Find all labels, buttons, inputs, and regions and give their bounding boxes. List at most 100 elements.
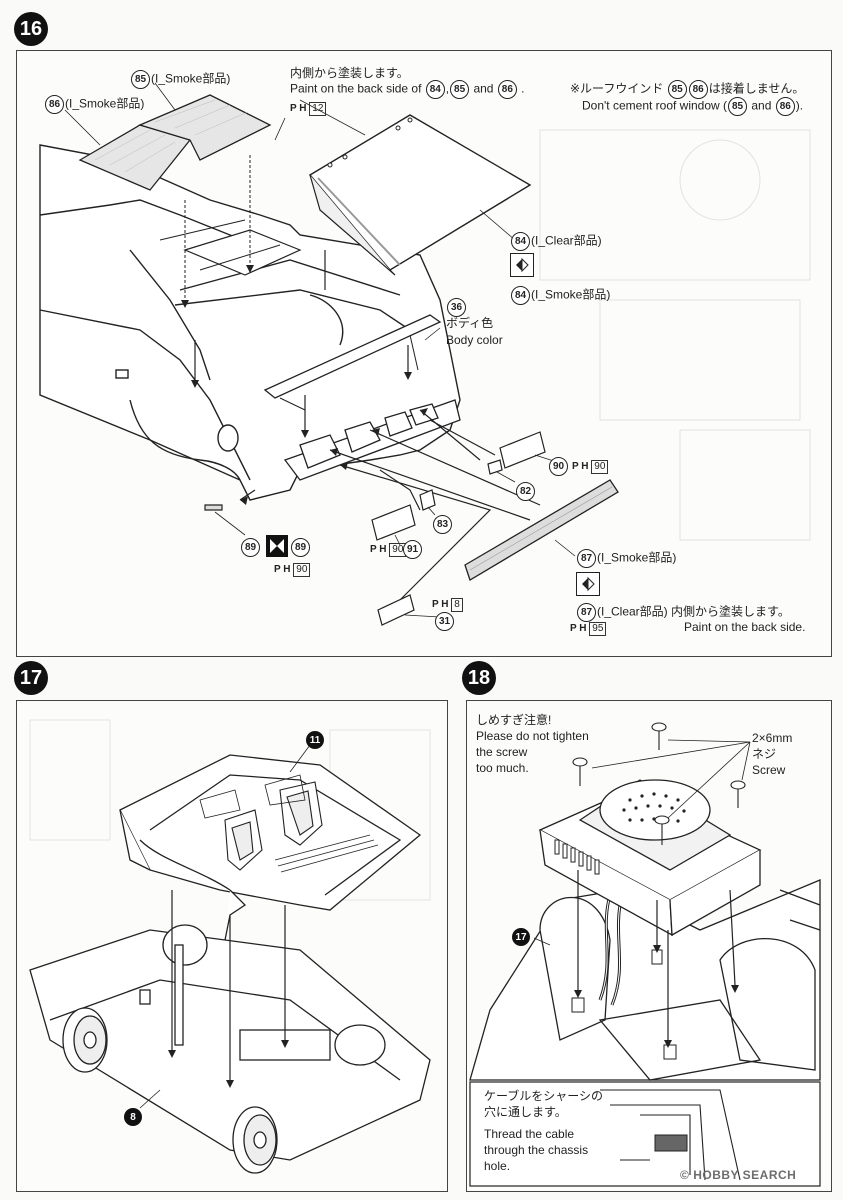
warning-en-line1: Please do not tighten [476,729,589,743]
cable-en-line1: Thread the cable [484,1127,575,1141]
part-82-label: 82 [515,482,536,501]
paint-code-90-b: P H 90 [274,563,311,577]
part-89-right-num: 89 [291,538,310,557]
part-82-num: 82 [516,482,535,501]
paint-code-90: P H 90 [572,460,609,474]
paint-code-8: P H 8 [432,598,463,612]
part-87-smoke-label: 87(I_Smoke部品) [576,549,676,568]
roof-note-en-part-86: 86 [775,97,795,116]
part-85-86-roof-panels [78,94,272,191]
double-arrow-icon [510,253,534,277]
part-91-label: 91 [402,540,423,559]
paint-code-value: 8 [451,598,463,612]
roof-note-part-86: 86 [688,80,708,99]
cement-both-sides-icon [266,535,288,557]
screw-jp: ネジ [752,747,777,761]
roof-note-prefix: ※ルーフウインド [570,81,664,96]
part-86-num: 86 [45,95,64,114]
part-84-smoke-note: (I_Smoke部品) [531,287,611,302]
paint-code-letters: P H [432,599,449,610]
cable-en-line2: through the chassis [484,1143,589,1157]
part-86-label: 86(I_Smoke部品) [44,95,144,114]
part-89-right-label: 89 [290,538,311,557]
part-85-label: 85(I_Smoke部品) [130,70,230,89]
body-color-jp: ボディ色 [446,316,494,330]
paint-code-value: 95 [589,622,607,636]
screw-size: 2×6mm [752,731,793,745]
speaker-unit [538,779,762,937]
part-85-note: (I_Smoke部品) [151,71,231,86]
part-84-clear-note: (I_Clear部品) [531,233,602,248]
part-87-clear-label: 87(I_Clear部品) 内側から塗装します。 [576,603,790,622]
paint-code-letters: P H [572,461,589,472]
paint-code-12: P H 12 [290,102,327,116]
paint-code-letters: P H [274,564,291,575]
cable-jp-line1: ケーブルをシャーシの [484,1089,604,1103]
paint-note-part-84: 84 [425,80,445,99]
warning-jp: しめすぎ注意! [476,713,552,727]
part-87-smoke-num: 87 [577,549,596,568]
warning-en-line3: too much. [476,761,529,775]
part-90-num: 90 [549,457,568,476]
part-83-num: 83 [433,515,452,534]
copyright-mark: © [680,1168,690,1182]
warning-note: しめすぎ注意! Please do not tighten the screw … [476,712,589,776]
step-18-badge: 18 [462,661,496,695]
body-color-en: Body color [446,333,503,347]
paint-note-part-85: 85 [450,80,470,99]
roof-note-en-and: and [751,98,772,113]
paint-note-jp: 内側から塗装します。 [290,66,409,80]
paint-code-letters: P H [290,103,307,114]
part-87-paint-jp: 内側から塗装します。 [671,604,790,619]
cable-inset-box [469,1081,821,1187]
paint-code-95: P H 95 [570,622,607,636]
step-17-reference-num: 17 [512,928,530,946]
paint-code-value: 90 [591,460,609,474]
roof-note-suffix: は接着しません。 [708,81,805,96]
paint-note-en: Paint on the back side of 84,85 and 86 . [290,80,525,99]
part-87-clear-note: (I_Clear部品) [597,604,668,619]
warning-en-line2: the screw [476,745,528,759]
part-84-smoke-label: 84(I_Smoke部品) [510,286,610,305]
roof-note-en-prefix: Don't cement roof window ( [582,98,728,113]
car-body-outline [39,144,461,501]
paint-code-letters: P H [370,544,387,555]
double-arrow-icon [576,572,600,596]
part-83-label: 83 [432,515,453,534]
cable-note: ケーブルをシャーシの 穴に通します。 Thread the cable thro… [484,1088,603,1174]
part-36-spoiler [263,314,442,399]
part-84-clear-num: 84 [511,232,530,251]
screw-spec-note: 2×6mm ネジ Screw [752,730,792,778]
watermark-brand: HOBBY SEARCH [693,1168,797,1182]
roof-note-en-suffix: ). [795,98,804,113]
part-87-lens [464,479,619,581]
part-84-rear-window [308,114,532,276]
paint-code-value: 90 [293,563,311,577]
cable-en-line3: hole. [484,1159,511,1173]
paint-note-prefix: Paint on the back side of [290,81,422,96]
part-31-num: 31 [435,612,454,631]
part-87-clear-num: 87 [577,603,596,622]
screw-en: Screw [752,763,786,777]
part-31-label: 31 [434,612,455,631]
step-17-badge: 17 [14,661,48,695]
screw-icon [572,722,746,845]
part-84-clear-label: 84(I_Clear部品) [510,232,602,251]
paint-code-value: 12 [309,102,327,116]
part-36-label: 36 [446,298,467,317]
hobby-search-watermark: © HOBBY SEARCH [680,1168,796,1182]
body-shell [119,754,422,941]
seat-left [224,809,263,871]
part-89-left-label: 89 [240,538,261,557]
cable-jp-line2: 穴に通します。 [484,1105,567,1119]
roof-note-en: Don't cement roof window (85 and 86). [582,97,803,116]
paint-note-part-86: 86 [497,80,517,99]
part-91-num: 91 [403,540,422,559]
paint-note-and: and [473,81,494,96]
wheels [62,1007,278,1174]
part-87-paint-en: Paint on the back side. [684,620,806,634]
